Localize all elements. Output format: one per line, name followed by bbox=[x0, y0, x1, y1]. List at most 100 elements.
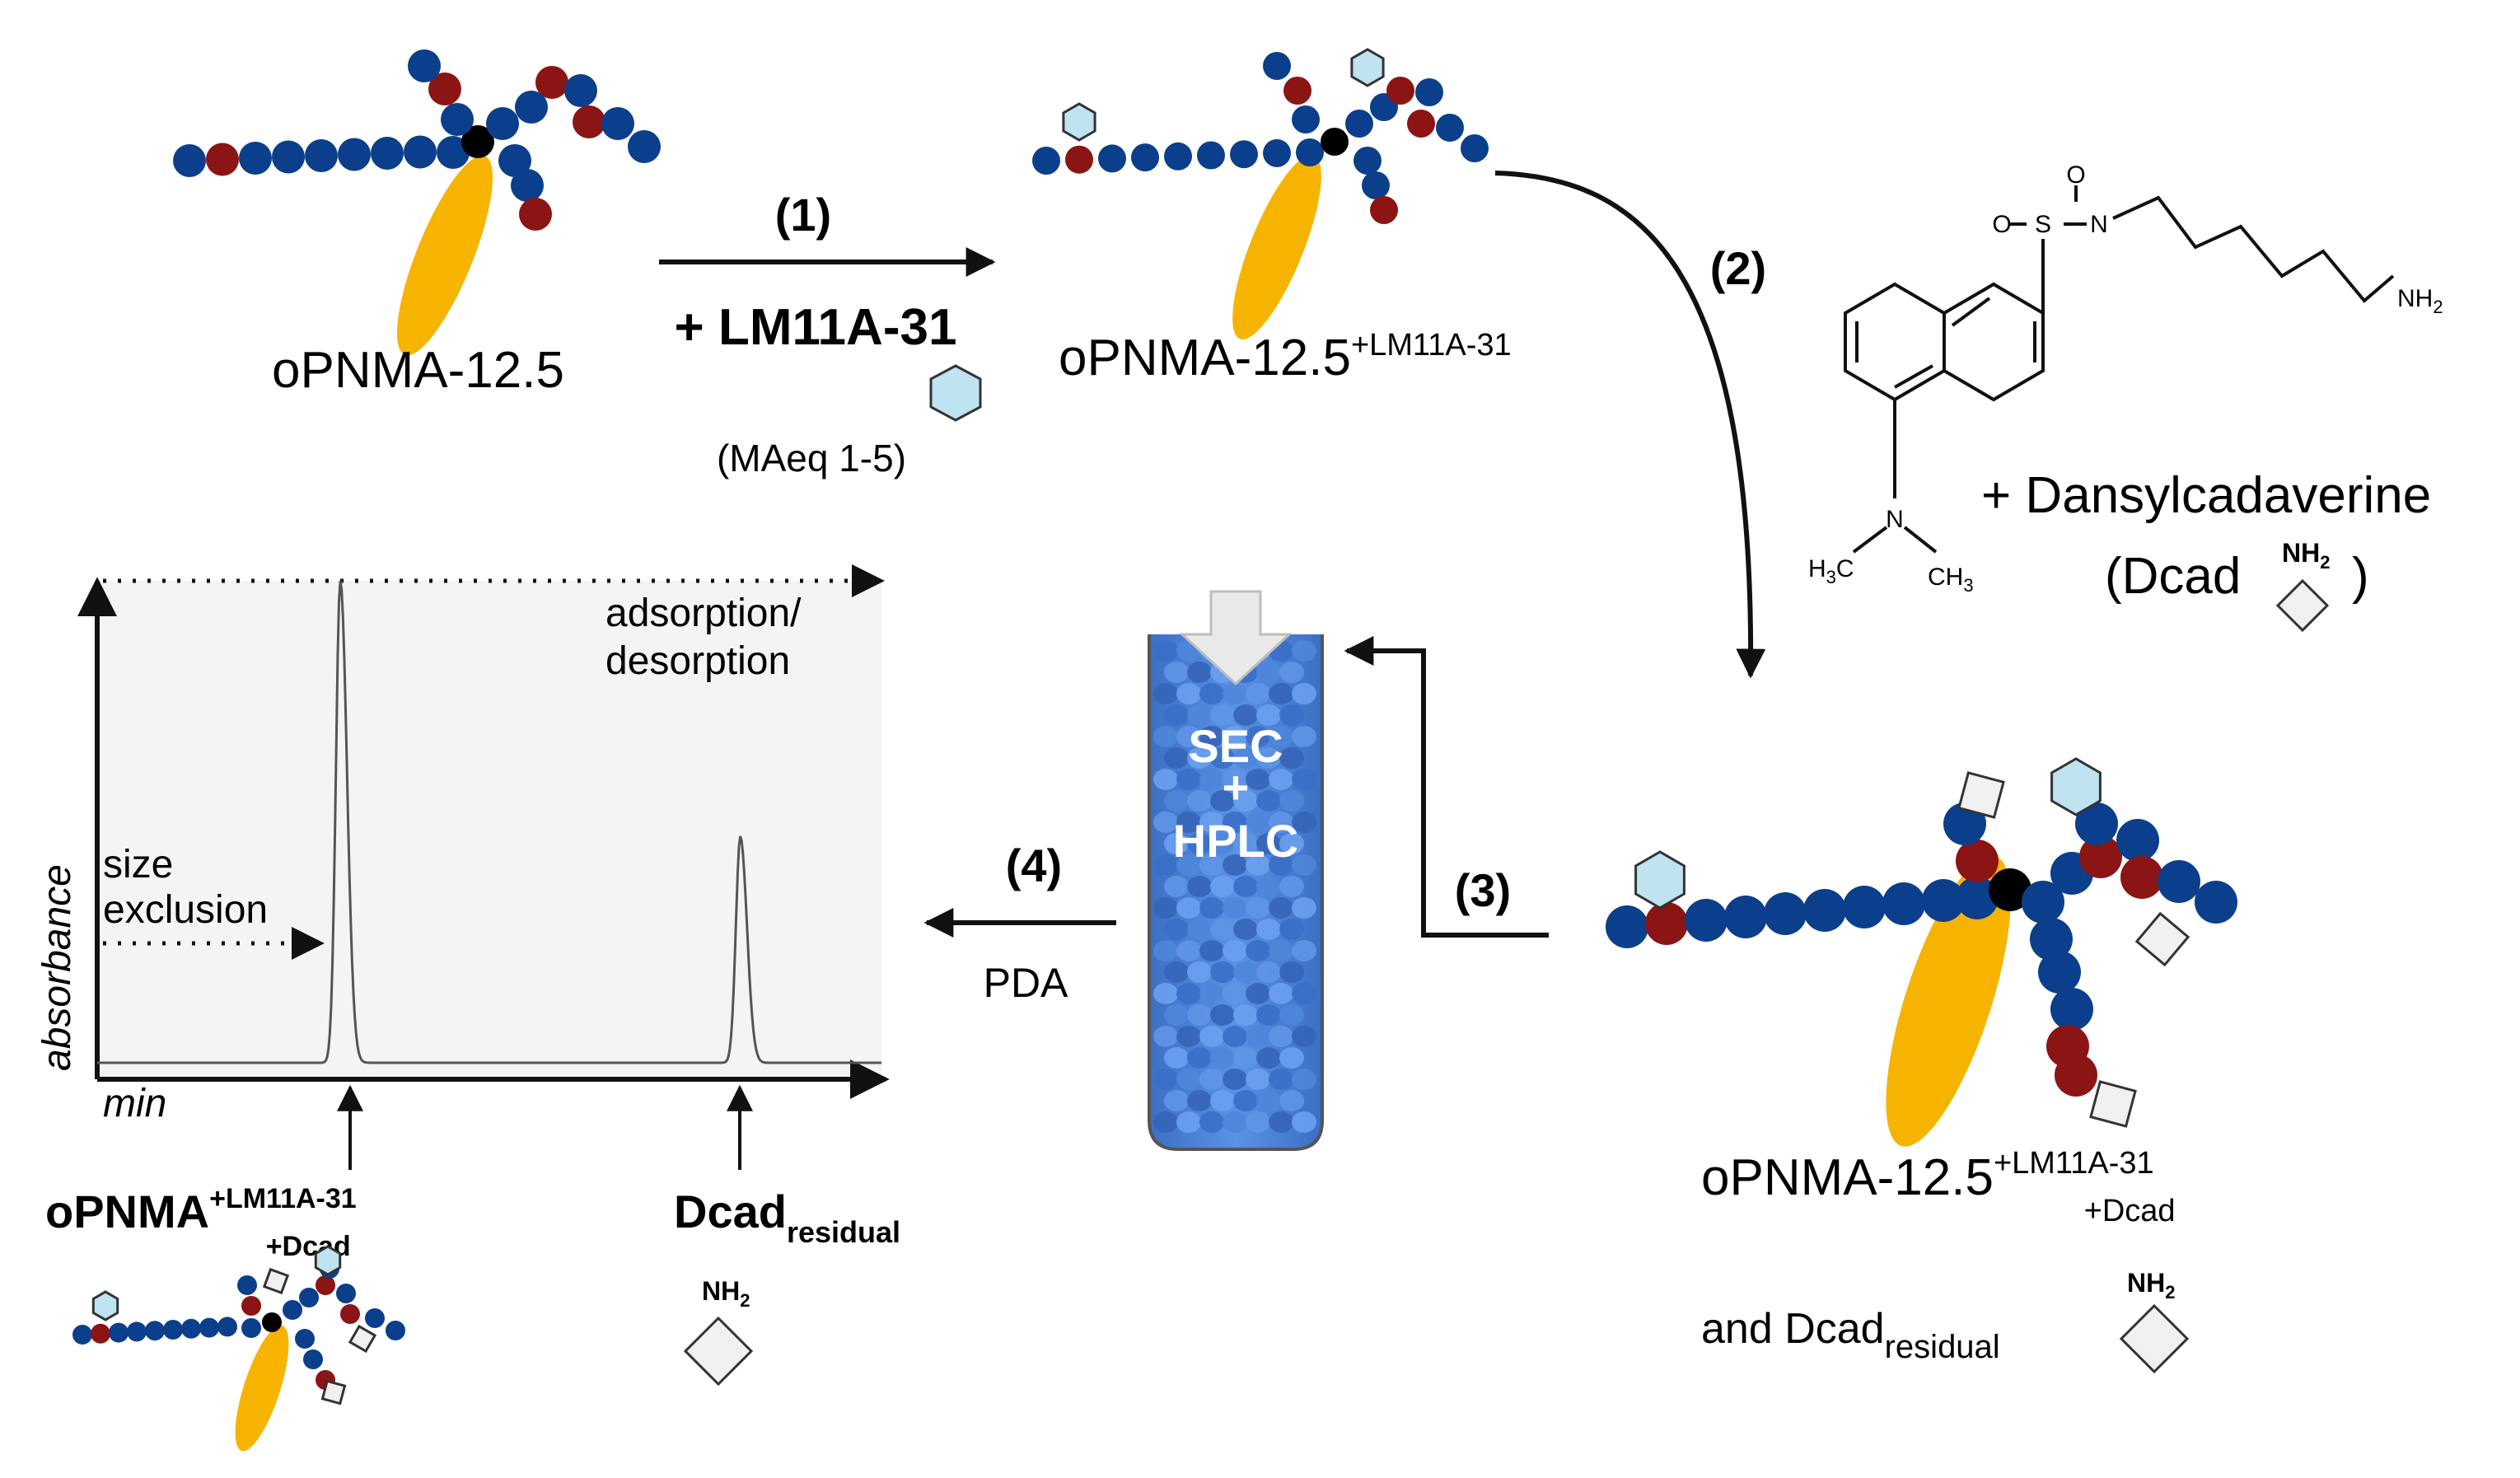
column-bead bbox=[1223, 897, 1247, 919]
functional-monomer-bead bbox=[573, 105, 605, 138]
column-bead bbox=[1187, 876, 1212, 897]
functional-monomer-bead bbox=[1283, 77, 1311, 105]
dansyl-o-top: O bbox=[2066, 161, 2085, 189]
monomer-bead bbox=[404, 135, 437, 169]
column-bead bbox=[1269, 811, 1293, 833]
step2-amine: NH2 bbox=[2282, 538, 2330, 573]
column-bead bbox=[1176, 854, 1201, 876]
monomer-bead bbox=[1922, 879, 1965, 922]
column-bead bbox=[1292, 1026, 1316, 1047]
column-bead bbox=[1164, 919, 1189, 940]
step4-detector: PDA bbox=[984, 960, 1068, 1006]
column-bead bbox=[1269, 983, 1293, 1004]
column-bead bbox=[1223, 854, 1247, 876]
monomer-bead bbox=[515, 91, 548, 124]
functional-monomer-bead bbox=[2120, 856, 2163, 899]
column-bead bbox=[1176, 769, 1201, 790]
monomer-bead bbox=[303, 1349, 323, 1369]
monomer-bead bbox=[1436, 114, 1464, 142]
column-bead bbox=[1223, 1026, 1247, 1047]
column-bead bbox=[1223, 769, 1247, 790]
column-bead bbox=[1246, 1026, 1270, 1047]
dansyl-nh2: NH2 bbox=[2397, 285, 2443, 317]
column-bead bbox=[1256, 704, 1281, 726]
dcad-diamond-icon bbox=[2119, 1303, 2190, 1374]
column-bead bbox=[1199, 769, 1224, 790]
step2-abbrev-open: (Dcad bbox=[2105, 548, 2241, 605]
column-label-hplc: HPLC bbox=[1173, 815, 1298, 867]
column-bead bbox=[1269, 1026, 1293, 1047]
column-bead bbox=[1187, 1004, 1212, 1026]
x-axis-label: min bbox=[103, 1082, 166, 1125]
column-bead bbox=[1256, 961, 1281, 983]
core-bead bbox=[1989, 868, 2031, 911]
polymer-molecule-product bbox=[1606, 757, 2237, 1147]
dcad-diamond-icon bbox=[2089, 1080, 2137, 1128]
column-bead bbox=[1164, 1047, 1189, 1069]
column-bead bbox=[1269, 897, 1293, 919]
column-bead bbox=[1210, 961, 1235, 983]
monomer-bead bbox=[1362, 171, 1390, 199]
column-bead bbox=[1292, 811, 1316, 833]
column-bead bbox=[1153, 726, 1178, 747]
column-bead bbox=[1233, 876, 1258, 897]
column-bead bbox=[1279, 833, 1304, 854]
functional-monomer-bead bbox=[1407, 110, 1435, 138]
lipid-tail-oval bbox=[396, 155, 493, 356]
column-bead bbox=[1292, 983, 1316, 1004]
monomer-bead bbox=[2030, 918, 2073, 961]
column-bead bbox=[1246, 897, 1270, 919]
column-bead bbox=[1176, 811, 1201, 833]
column-bead bbox=[1246, 854, 1270, 876]
y-axis-label: absorbance bbox=[35, 864, 79, 1071]
monomer-bead bbox=[1230, 140, 1258, 169]
monomer-bead bbox=[272, 140, 305, 174]
column-bead bbox=[1233, 1047, 1258, 1069]
column-bead bbox=[1269, 854, 1293, 876]
functional-monomer-bead bbox=[428, 72, 461, 105]
core-bead bbox=[461, 125, 494, 158]
column-bead bbox=[1292, 683, 1316, 704]
column-bead bbox=[1176, 683, 1201, 704]
monomer-bead bbox=[408, 49, 441, 82]
column-bead bbox=[1153, 811, 1178, 833]
functional-monomer-bead bbox=[1956, 840, 1999, 882]
column-bead bbox=[1256, 919, 1281, 940]
monomer-bead bbox=[1764, 892, 1807, 935]
peak2-amine: NH2 bbox=[702, 1276, 750, 1311]
column-bead bbox=[1199, 1026, 1224, 1047]
column-bead bbox=[1164, 747, 1189, 769]
column-bead bbox=[1292, 640, 1316, 662]
column-bead bbox=[1279, 876, 1304, 897]
column-bead bbox=[1210, 1047, 1235, 1069]
monomer-bead bbox=[217, 1317, 237, 1337]
monomer-bead bbox=[239, 142, 272, 175]
column-bead bbox=[1210, 876, 1235, 897]
column-bead bbox=[1187, 704, 1212, 726]
monomer-bead bbox=[336, 1284, 356, 1303]
residual-dcad-label: and Dcadresidual bbox=[1701, 1305, 2000, 1365]
column-bead bbox=[1269, 726, 1293, 747]
chromatogram bbox=[77, 564, 890, 1170]
core-bead bbox=[1321, 128, 1349, 156]
column-bead bbox=[1187, 1090, 1212, 1111]
dcad-diamond-icon bbox=[1957, 771, 2005, 819]
column-bead bbox=[1246, 726, 1270, 747]
step2-reagent: + Dansylcadaverine bbox=[1981, 467, 2431, 524]
monomer-bead bbox=[1263, 52, 1291, 80]
column-bead bbox=[1246, 811, 1270, 833]
monomer-bead bbox=[1724, 896, 1767, 938]
column-bead bbox=[1256, 833, 1281, 854]
monomer-bead bbox=[2050, 988, 2093, 1031]
column-bead bbox=[1164, 704, 1189, 726]
column-bead bbox=[1256, 1090, 1281, 1111]
column-bead bbox=[1269, 683, 1293, 704]
column-bead bbox=[1164, 790, 1189, 811]
polymer-molecule-loaded bbox=[1032, 48, 1489, 339]
column-bead bbox=[1246, 983, 1270, 1004]
column-bead bbox=[1292, 726, 1316, 747]
functional-monomer-bead bbox=[535, 66, 568, 99]
drug-hexagon-icon bbox=[1350, 48, 1385, 87]
column-bead bbox=[1153, 769, 1178, 790]
column-bead bbox=[1199, 1069, 1224, 1090]
